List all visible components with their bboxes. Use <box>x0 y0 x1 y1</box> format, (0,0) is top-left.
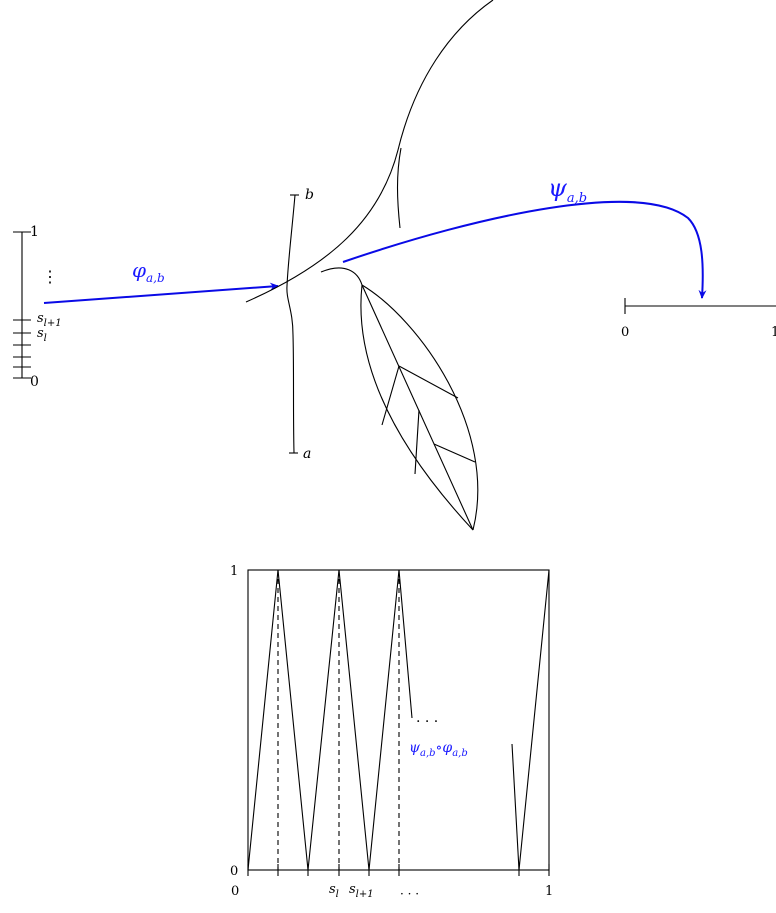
leaf-vein <box>414 409 420 475</box>
leaf-vein <box>381 365 400 426</box>
arc-label-a: a <box>303 446 311 462</box>
graph-x-label-1: 1 <box>545 884 553 899</box>
graph: 1 0 . . . ψa,b∘φa,b 0 sl sl+1 · · · 1 <box>230 564 553 901</box>
small-branch <box>396 147 402 229</box>
leaf-left-edge <box>360 284 474 531</box>
phi-label: φa,b <box>132 258 165 285</box>
unit-interval-label-1: 1 <box>771 325 776 340</box>
phi-map: φa,b <box>43 258 279 304</box>
psi-map: ψa,b <box>342 174 707 299</box>
graph-x-label-s-l1: sl+1 <box>349 882 374 900</box>
leaf-midrib <box>361 284 474 531</box>
psi-arrow <box>342 200 707 299</box>
leaf-vein <box>433 443 476 463</box>
left-scale: 1 0 ⋮ sl+1 sl <box>13 224 62 390</box>
psi-label: ψa,b <box>548 174 587 206</box>
unit-interval: 0 1 <box>621 298 776 340</box>
main-branch <box>245 0 494 303</box>
s-l1-label: sl+1 <box>37 311 62 329</box>
phi-arrow <box>43 282 279 304</box>
leaf-stem <box>320 267 363 286</box>
graph-y-label-1: 1 <box>230 564 238 579</box>
graph-y-label-0: 0 <box>230 864 238 879</box>
s-l-label: sl <box>37 326 47 344</box>
dendrite <box>245 0 494 531</box>
graph-inner-dots: . . . <box>416 710 438 726</box>
leaf-vein <box>398 365 459 399</box>
arc-ab: b a <box>286 187 314 462</box>
left-scale-top-label: 1 <box>30 224 39 240</box>
left-scale-dots: ⋮ <box>42 267 58 286</box>
arc-curve <box>286 194 296 454</box>
left-scale-bottom-label: 0 <box>30 374 39 390</box>
leaf-right-edge <box>361 284 479 531</box>
graph-x-dots: · · · <box>400 887 419 901</box>
unit-interval-label-0: 0 <box>621 325 629 340</box>
composition-label: ψa,b∘φa,b <box>409 740 468 759</box>
graph-zigzag <box>247 569 413 871</box>
graph-x-label-s-l: sl <box>329 882 339 900</box>
graph-zigzag-end <box>511 569 550 871</box>
arc-label-b: b <box>305 187 314 203</box>
graph-x-label-0: 0 <box>231 884 239 899</box>
